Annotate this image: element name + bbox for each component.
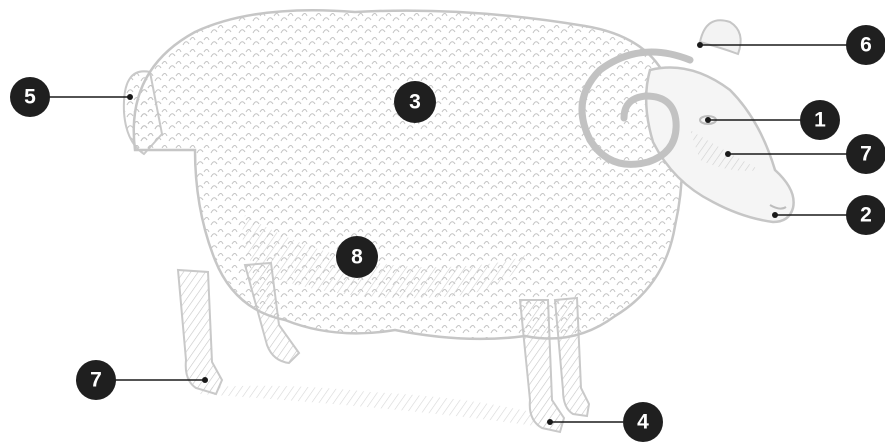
callout-badge-8: 8: [336, 236, 378, 278]
leader-dot-7b: [202, 377, 208, 383]
callout-label-6: 6: [860, 34, 872, 57]
callout-label-5: 5: [24, 86, 36, 109]
callout-badge-6: 6: [846, 25, 885, 65]
leader-dot-5: [127, 94, 133, 100]
sheep-illustration: [124, 10, 794, 432]
sheep-ear: [700, 20, 741, 54]
leader-dot-4: [547, 419, 553, 425]
callout-badge-1: 1: [800, 100, 840, 140]
callout-badge-7b: 7: [76, 360, 116, 400]
callout-label-3: 3: [409, 91, 421, 114]
callout-label-2: 2: [860, 204, 872, 227]
leader-dot-6: [697, 42, 703, 48]
callout-badge-7a: 7: [846, 134, 885, 174]
callout-badge-2: 2: [846, 195, 885, 235]
leader-dot-7a: [725, 151, 731, 157]
leader-dot-1: [705, 117, 711, 123]
leader-dot-2: [772, 212, 778, 218]
callout-label-7b: 7: [90, 369, 102, 392]
hind-leg: [178, 270, 222, 394]
callout-label-1: 1: [814, 109, 826, 132]
callout-badge-5: 5: [10, 77, 50, 117]
callout-label-7a: 7: [860, 143, 872, 166]
callout-label-4: 4: [637, 411, 649, 434]
callout-label-8: 8: [351, 246, 363, 269]
callout-badge-4: 4: [623, 402, 663, 442]
ground-shadow: [200, 386, 570, 428]
callout-badge-3: 3: [394, 81, 436, 123]
